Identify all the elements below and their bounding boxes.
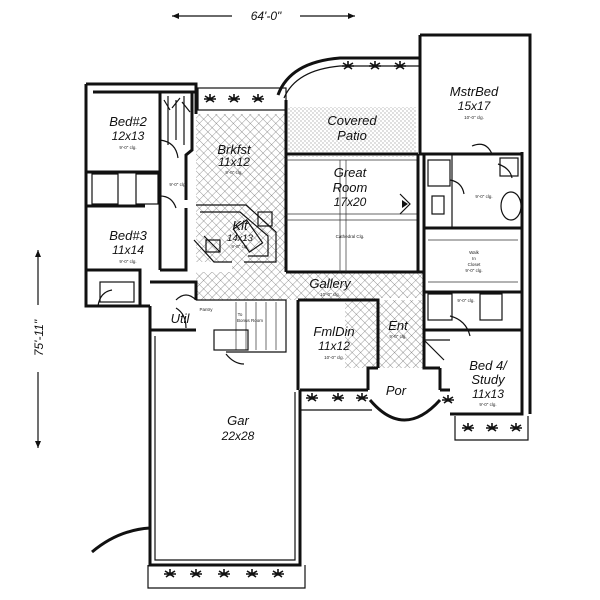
interior-walls xyxy=(86,92,522,390)
svg-text:11x14: 11x14 xyxy=(112,243,144,257)
svg-text:9'-0" clg.: 9'-0" clg. xyxy=(479,402,496,407)
room-label-kit: Kit 14x13 9'-0" clg. xyxy=(227,218,254,249)
room-label-ent: Ent 9'-0" clg. xyxy=(388,318,409,339)
room-label-great-room: Great Room 17x20 Cathedral Clg. xyxy=(333,165,368,239)
svg-text:Study: Study xyxy=(471,372,506,387)
svg-text:17x20: 17x20 xyxy=(334,195,367,209)
room-label-gar: Gar 22x28 xyxy=(221,413,255,443)
room-label-bed4-study: Bed 4/ Study 11x13 9'-0" clg. xyxy=(469,358,508,407)
room-label-fmldin: FmlDin 11x12 10'-0" clg. xyxy=(313,324,354,360)
svg-text:Room: Room xyxy=(333,180,368,195)
svg-text:MstrBed: MstrBed xyxy=(450,84,499,99)
svg-text:Walk: Walk xyxy=(469,250,480,255)
room-label-walk-in-closet: Walk In Closet 9'-0" clg. xyxy=(465,250,482,273)
svg-text:Por: Por xyxy=(386,383,407,398)
svg-text:To: To xyxy=(238,312,243,317)
room-label-covered-patio: Covered Patio xyxy=(327,113,377,143)
svg-text:Closet: Closet xyxy=(468,262,482,267)
svg-text:FmlDin: FmlDin xyxy=(313,324,354,339)
svg-text:15x17: 15x17 xyxy=(458,99,492,113)
svg-text:In: In xyxy=(472,256,476,261)
bath-notes: 9'-0" clg. 9'-0" clg. 9'-0" clg. xyxy=(169,182,492,303)
room-label-bed2: Bed#2 12x13 9'-0" clg. xyxy=(109,114,147,150)
svg-text:9'-0" clg.: 9'-0" clg. xyxy=(465,268,482,273)
room-label-util: Util xyxy=(171,311,191,326)
room-label-pantry: Pantry xyxy=(199,307,213,312)
svg-text:Gallery: Gallery xyxy=(309,276,352,291)
width-dimension: 64'-0" xyxy=(172,9,355,23)
svg-text:Gar: Gar xyxy=(227,413,249,428)
svg-text:11x13: 11x13 xyxy=(472,387,504,401)
svg-text:Bed#3: Bed#3 xyxy=(109,228,147,243)
svg-text:Ent: Ent xyxy=(388,318,409,333)
width-dimension-label: 64'-0" xyxy=(251,9,282,23)
room-label-gallery: Gallery 10'-0" clg. xyxy=(309,276,352,297)
svg-text:Pantry: Pantry xyxy=(199,307,213,312)
svg-text:Patio: Patio xyxy=(337,128,367,143)
svg-text:Bed#2: Bed#2 xyxy=(109,114,147,129)
depth-dimension-label: 75'-11" xyxy=(32,319,46,356)
svg-text:9'-0" clg.: 9'-0" clg. xyxy=(231,244,248,249)
depth-dimension: 75'-11" xyxy=(32,250,46,448)
bath-note-hall: 9'-0" clg. xyxy=(169,182,186,187)
svg-text:Kit: Kit xyxy=(232,218,249,233)
room-label-mstrbed: MstrBed 15x17 10'-0" clg. xyxy=(450,84,499,120)
svg-text:11x12: 11x12 xyxy=(218,155,250,169)
room-label-brkfst: Brkfst 11x12 9'-0" clg. xyxy=(217,142,252,175)
svg-text:Covered: Covered xyxy=(327,113,377,128)
svg-text:9'-0" clg.: 9'-0" clg. xyxy=(225,170,242,175)
svg-text:Bonus Room: Bonus Room xyxy=(237,318,263,323)
svg-text:9'-0" clg.: 9'-0" clg. xyxy=(119,145,136,150)
svg-text:12x13: 12x13 xyxy=(112,129,145,143)
svg-text:14x13: 14x13 xyxy=(227,233,254,244)
svg-text:Brkfst: Brkfst xyxy=(217,142,252,157)
doors xyxy=(91,139,513,554)
svg-text:9'-0" clg.: 9'-0" clg. xyxy=(119,259,136,264)
svg-text:10'-0" clg.: 10'-0" clg. xyxy=(464,115,484,120)
svg-text:Bed 4/: Bed 4/ xyxy=(469,358,508,373)
svg-text:Cathedral Clg.: Cathedral Clg. xyxy=(336,234,365,239)
bath-note-master: 9'-0" clg. xyxy=(475,194,492,199)
svg-text:Great: Great xyxy=(334,165,368,180)
svg-text:10'-0" clg.: 10'-0" clg. xyxy=(320,292,340,297)
svg-text:11x12: 11x12 xyxy=(318,339,350,353)
landscaping xyxy=(147,60,529,589)
svg-text:22x28: 22x28 xyxy=(221,429,255,443)
bath-note-secondary: 9'-0" clg. xyxy=(457,298,474,303)
svg-text:Util: Util xyxy=(171,311,191,326)
room-label-bed3: Bed#3 11x14 9'-0" clg. xyxy=(109,228,147,264)
room-label-por: Por xyxy=(386,383,407,398)
svg-text:9'-0" clg.: 9'-0" clg. xyxy=(389,334,406,339)
svg-text:10'-0" clg.: 10'-0" clg. xyxy=(324,355,344,360)
room-label-stairs: To Bonus Room xyxy=(237,312,263,323)
exterior-walls xyxy=(84,33,532,567)
